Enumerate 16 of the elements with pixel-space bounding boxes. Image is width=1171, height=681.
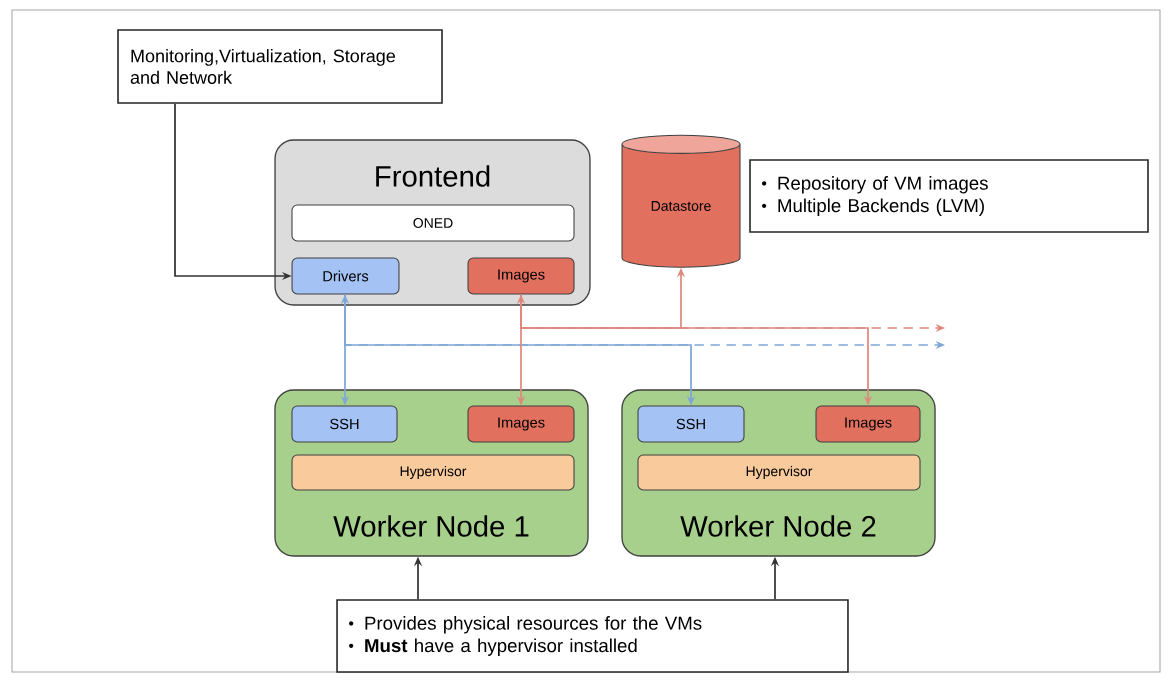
- component-box: Hypervisor: [637, 454, 921, 491]
- note-box: Provides physical resources for the VMs Must have a hypervisor installed: [336, 599, 849, 673]
- note-box: Repository of VM images Multiple Backends (LVM): [749, 159, 1149, 233]
- box-title: Frontend: [376, 165, 490, 187]
- box-title: Worker Node 2: [680, 515, 876, 537]
- component-box: Drivers: [291, 257, 400, 295]
- component-box: SSH: [291, 405, 398, 443]
- component-box: SSH: [637, 405, 745, 443]
- box-title: Worker Node 1: [333, 515, 529, 537]
- note-box: Monitoring,Virtualization, Storage and Network: [117, 29, 443, 104]
- component-box: Hypervisor: [291, 454, 575, 491]
- component-box: Images: [815, 405, 921, 443]
- datastore-cylinder: Datastore: [621, 134, 741, 268]
- component-box: ONED: [291, 204, 575, 242]
- component-box: Images: [467, 257, 575, 295]
- component-box: Images: [467, 405, 575, 443]
